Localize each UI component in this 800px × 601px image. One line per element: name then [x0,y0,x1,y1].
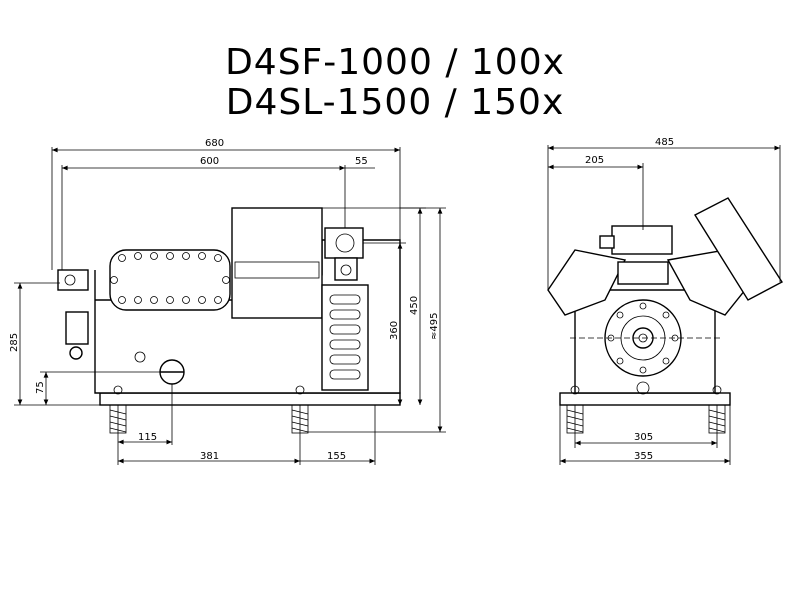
dim-600: 600 [200,156,219,167]
dim-360: 360 [389,321,400,340]
side-dimensions: 680 600 55 450 360 ≈495 285 75 11 [9,138,446,465]
motor-fins [321,284,369,391]
dim-285: 285 [9,333,20,352]
discharge-fitting [57,269,89,360]
dim-205: 205 [585,155,604,166]
dim-450: 450 [409,296,420,315]
head-bolts [110,252,230,304]
front-terminal-box [694,197,784,301]
dim-55: 55 [355,156,368,167]
dim-680: 680 [205,138,224,149]
cylinder-head-left [109,249,231,311]
front-head-right [666,249,746,316]
bearing-bolts [607,302,679,374]
dim-381: 381 [200,451,219,462]
terminal-box [231,207,323,319]
terminal-box-plate [234,261,320,279]
side-view [57,207,401,434]
suction-valve [324,227,364,281]
side-base-plate [99,392,401,406]
front-valve-assembly [611,225,673,255]
front-base-plate [559,392,731,406]
dim-495: ≈495 [429,313,440,340]
dim-75: 75 [35,381,46,394]
dim-305: 305 [634,432,653,443]
model-title-line-1: D4SF-1000 / 100x [225,42,565,83]
dim-485: 485 [655,137,674,148]
dim-355: 355 [634,451,653,462]
front-dimensions: 485 205 305 355 [547,137,781,465]
model-title-line-2: D4SL-1500 / 150x [225,82,565,123]
dim-115: 115 [138,432,157,443]
dim-155: 155 [327,451,346,462]
front-view [547,197,784,434]
front-head-left [547,249,627,316]
